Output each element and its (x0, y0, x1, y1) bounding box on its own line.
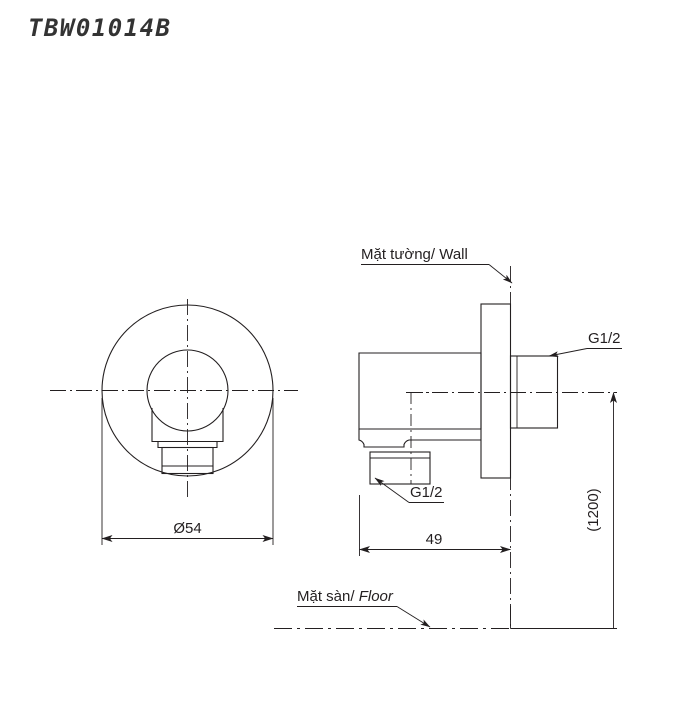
height-dim-label: (1200) (585, 488, 602, 531)
dimension-diameter-front: Ø54 (101, 398, 274, 545)
dimension-depth-side: 49 (359, 495, 511, 556)
floor-label-text: Mặt sàn/ Floor (297, 588, 394, 605)
floor-label-vn: Mặt sàn/ (297, 588, 359, 605)
annotation-floor: Mặt sàn/ Floor (297, 588, 431, 628)
depth-dim-label: 49 (426, 531, 443, 548)
dimension-height-floor: (1200) (585, 392, 617, 629)
thread-inlet-label-text: G1/2 (410, 484, 443, 501)
side-body-outline (358, 352, 482, 430)
wall-label-text: Mặt tường/ Wall (361, 246, 468, 263)
thread-outlet-label-text: G1/2 (588, 330, 621, 347)
thread-inlet-leader-line (374, 477, 410, 503)
annotation-thread-inlet: G1/2 (374, 477, 444, 503)
front-outer-circle (101, 304, 274, 477)
side-wall-flange (480, 303, 512, 479)
front-outlet-collar (161, 446, 214, 475)
side-inlet-collar (369, 451, 431, 485)
floor-label-en: Floor (359, 588, 394, 605)
page-title: TBW01014B (28, 14, 172, 42)
wall-leader-line (488, 264, 513, 284)
thread-outlet-leader-line (548, 348, 588, 358)
annotation-thread-outlet: G1/2 (548, 330, 622, 358)
annotation-wall: Mặt tường/ Wall (361, 246, 513, 284)
front-view: Ø54 (50, 299, 298, 545)
side-outlet-spigot (509, 355, 559, 429)
side-body-bottom-shoulder (358, 429, 481, 448)
side-view: Mặt tường/ Wall G1/2 G1/2 49 (274, 246, 622, 629)
floor-leader-line (396, 606, 431, 628)
front-inner-circle (146, 349, 229, 432)
front-dim-label: Ø54 (173, 520, 201, 537)
